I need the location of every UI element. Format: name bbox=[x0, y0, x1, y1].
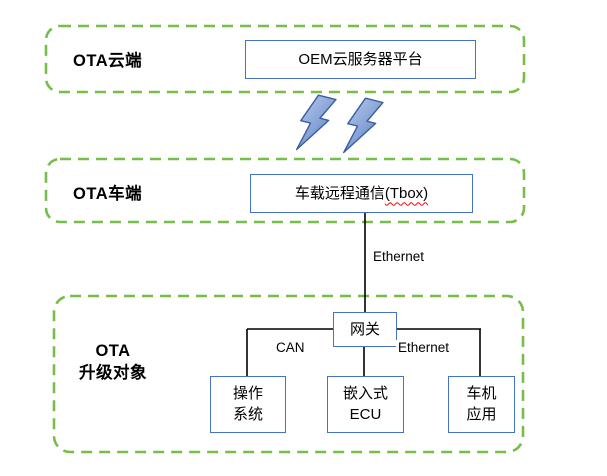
targets-section-label-line1: OTA bbox=[95, 342, 131, 360]
vehicle-app-label: 车机 应用 bbox=[466, 384, 496, 425]
tbox-label-suffix: (Tbox) bbox=[384, 184, 429, 202]
vehicle-app-box: 车机 应用 bbox=[448, 376, 515, 433]
targets-section-outline bbox=[52, 294, 525, 454]
tbox-label: 车载远程通信(Tbox) bbox=[295, 184, 428, 204]
embedded-ecu-box: 嵌入式 ECU bbox=[327, 376, 404, 433]
os-label-line2: 系统 bbox=[232, 405, 263, 423]
os-label-line1: 操作 bbox=[232, 385, 263, 403]
os-label: 操作 系统 bbox=[233, 384, 263, 425]
edge-label-ethernet-tbox: Ethernet bbox=[371, 249, 427, 264]
gateway-box: 网关 bbox=[333, 312, 397, 347]
cloud-section-outline bbox=[44, 24, 526, 94]
vehicle-app-label-line2: 应用 bbox=[466, 405, 497, 423]
vehicle-section-outline bbox=[44, 157, 526, 224]
vehicle-section-label: OTA车端 bbox=[73, 185, 143, 203]
oem-cloud-server-box: OEM云服务器平台 bbox=[245, 40, 476, 79]
embedded-ecu-label: 嵌入式 ECU bbox=[343, 384, 388, 425]
embedded-ecu-label-line2: ECU bbox=[349, 405, 382, 423]
tbox-label-text: 车载远程通信 bbox=[294, 184, 385, 202]
edge-label-can: CAN bbox=[274, 340, 307, 355]
oem-cloud-server-label: OEM云服务器平台 bbox=[298, 50, 423, 68]
os-box: 操作 系统 bbox=[210, 376, 286, 433]
edge-label-ethernet-gateway: Ethernet bbox=[396, 340, 452, 355]
vehicle-app-label-line1: 车机 bbox=[466, 385, 497, 403]
wireless-bolt-icon bbox=[342, 97, 384, 154]
embedded-ecu-label-line1: 嵌入式 bbox=[342, 385, 388, 403]
targets-section-label: OTA 升级对象 bbox=[63, 340, 163, 385]
targets-section-label-line2: 升级对象 bbox=[79, 364, 147, 383]
tbox-box: 车载远程通信(Tbox) bbox=[250, 174, 473, 213]
gateway-label: 网关 bbox=[349, 320, 380, 338]
cloud-section-label: OTA云端 bbox=[73, 52, 143, 70]
wireless-bolt-icon bbox=[295, 94, 337, 151]
